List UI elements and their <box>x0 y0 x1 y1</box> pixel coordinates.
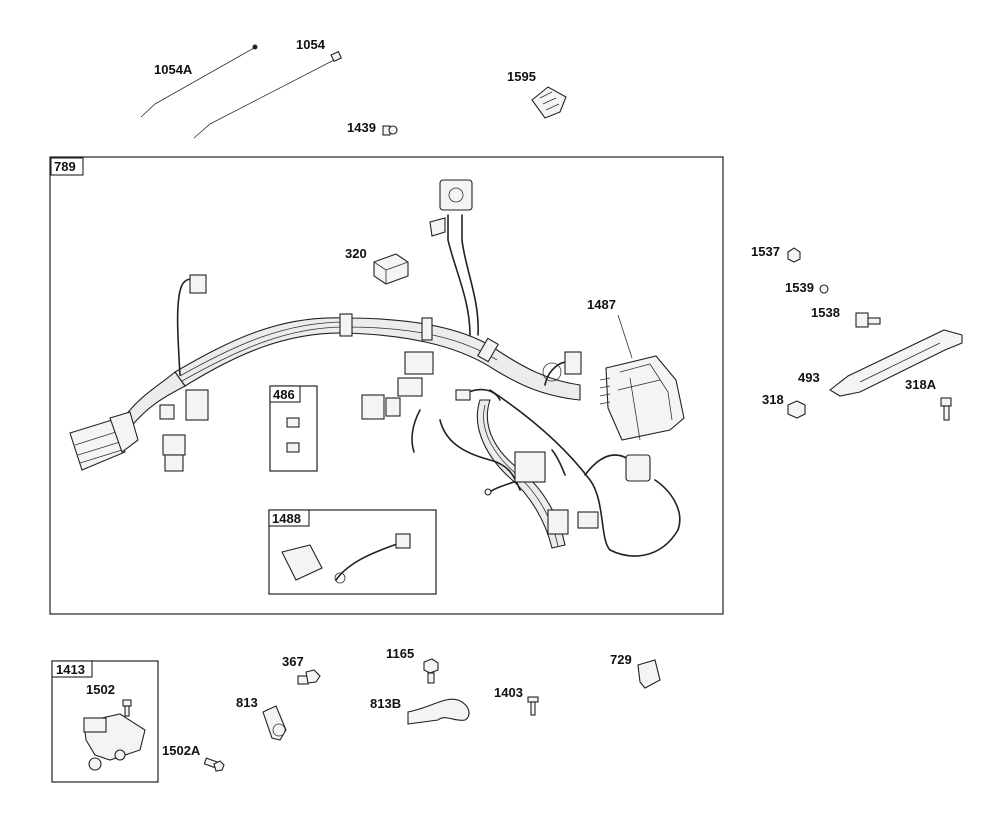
screw-318 <box>787 400 806 419</box>
label-486: 486 <box>273 387 295 402</box>
label-1165: 1165 <box>386 646 414 661</box>
label-729: 729 <box>610 652 632 667</box>
label-813: 813 <box>236 695 258 710</box>
control-module-1487 <box>599 314 685 441</box>
sensor-kit-box <box>51 660 159 783</box>
screw-1165 <box>423 658 439 684</box>
label-1537: 1537 <box>751 244 780 259</box>
connector-1488 <box>281 533 411 584</box>
label-1413: 1413 <box>56 662 85 677</box>
sensor-connector <box>189 274 207 294</box>
screw-1502A <box>203 757 225 772</box>
sensor-1413 <box>83 713 146 771</box>
label-1538: 1538 <box>811 305 840 320</box>
label-367: 367 <box>282 654 304 669</box>
label-1502A: 1502A <box>162 743 201 758</box>
cable-tie-1054 <box>193 50 343 139</box>
label-789: 789 <box>54 159 76 174</box>
repair-kit-box <box>268 509 437 595</box>
label-1403: 1403 <box>494 685 523 700</box>
screw-1502 <box>122 699 132 717</box>
connector-cluster-left <box>159 389 209 472</box>
connector-cluster-middle <box>361 351 651 535</box>
clip-729 <box>637 659 661 689</box>
nut-1537 <box>787 247 801 263</box>
connector-top <box>429 179 473 237</box>
screw-367 <box>297 669 321 685</box>
grommet-1538 <box>855 312 881 328</box>
relay-320 <box>373 253 409 285</box>
screw-318A <box>940 397 952 421</box>
cable-tie-1054A <box>140 44 258 118</box>
clamp-813B <box>407 698 470 725</box>
label-1502: 1502 <box>86 682 115 697</box>
label-1054A: 1054A <box>154 62 193 77</box>
label-318A: 318A <box>905 377 937 392</box>
washer-1539 <box>819 284 829 294</box>
label-1439: 1439 <box>347 120 376 135</box>
harness-frame <box>49 156 724 615</box>
label-1488: 1488 <box>272 511 301 526</box>
label-1487: 1487 <box>587 297 616 312</box>
screw-1439 <box>382 125 398 136</box>
label-493: 493 <box>798 370 820 385</box>
fuse-486 <box>286 417 300 453</box>
label-1539: 1539 <box>785 280 814 295</box>
bracket-493 <box>829 329 963 397</box>
clip-813 <box>262 705 287 741</box>
label-1054: 1054 <box>296 37 326 52</box>
label-318: 318 <box>762 392 784 407</box>
screw-1403 <box>527 696 539 716</box>
connector-large <box>69 411 139 471</box>
label-1595: 1595 <box>507 69 536 84</box>
connector-1595 <box>531 86 567 119</box>
label-320: 320 <box>345 246 367 261</box>
label-813B: 813B <box>370 696 401 711</box>
